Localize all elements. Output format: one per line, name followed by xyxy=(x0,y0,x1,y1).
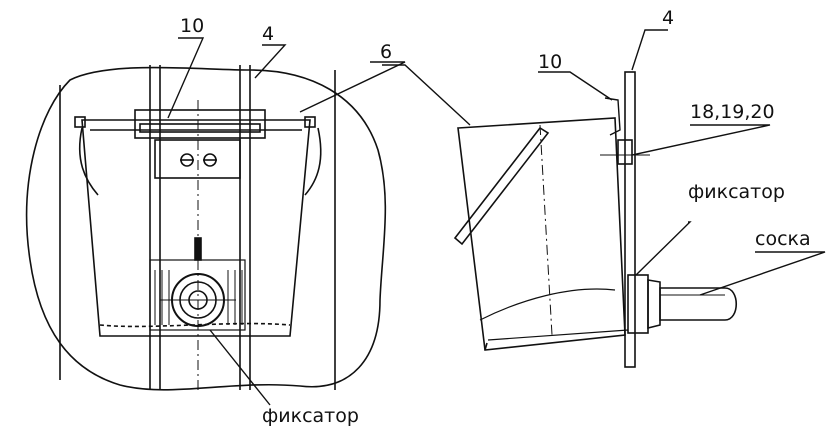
label-18-19-20: 18,19,20 xyxy=(690,101,775,123)
bucket-handle-side xyxy=(453,126,550,246)
label-10-right: 10 xyxy=(538,51,562,73)
nipple-holder-side xyxy=(627,274,649,334)
wall-plate xyxy=(624,71,636,368)
bucket-body xyxy=(81,119,311,337)
bucket-handle-left xyxy=(78,127,99,196)
label-6: 6 xyxy=(380,41,392,63)
side-view-leaders xyxy=(382,29,826,296)
bucket-handle-right xyxy=(304,127,322,196)
side-view xyxy=(453,71,738,368)
front-view-leaders xyxy=(167,37,406,406)
label-10-left: 10 xyxy=(180,15,204,37)
breakout-outline xyxy=(25,66,387,391)
label-4-right: 4 xyxy=(662,7,674,29)
nipple xyxy=(659,287,738,321)
label-nipple: соска xyxy=(755,228,811,250)
label-fixator-bottom: фиксатор xyxy=(262,405,359,427)
front-view xyxy=(25,65,387,391)
label-4-left: 4 xyxy=(262,23,274,45)
bucket-side xyxy=(457,117,626,351)
label-fixator-right: фиксатор xyxy=(688,181,785,203)
mounting-bracket xyxy=(134,109,266,139)
